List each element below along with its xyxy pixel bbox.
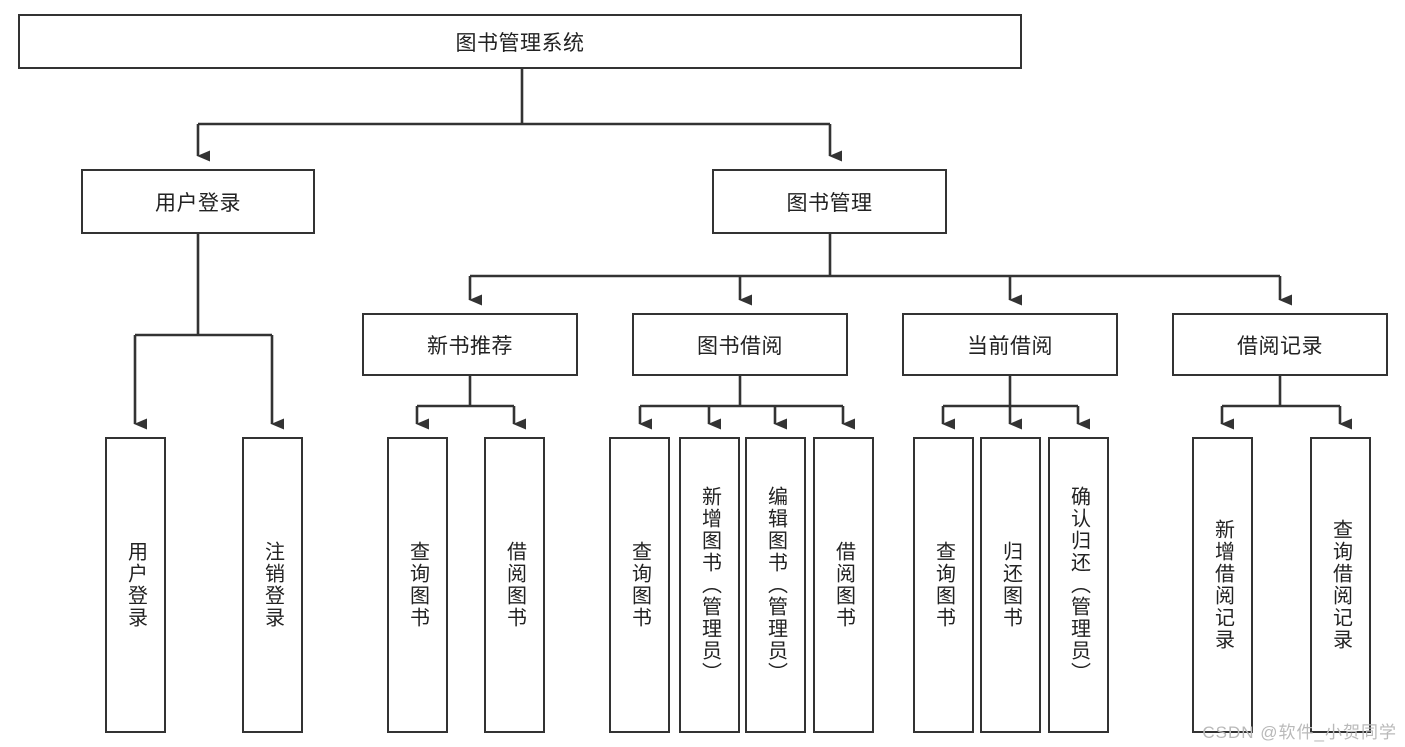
node-current-borrow[interactable]: 当前借阅 (902, 313, 1118, 376)
node-root-label: 图书管理系统 (455, 31, 585, 55)
leaf-current-confirm-return[interactable]: 确认归还（管理员） (1048, 437, 1109, 733)
leaf-record-query-record-label: 查询借阅记录 (1329, 519, 1352, 651)
node-new-book-recommend-label: 新书推荐 (427, 334, 513, 358)
leaf-record-add-record-label: 新增借阅记录 (1211, 519, 1234, 651)
leaf-borrow-borrow-book-label: 借阅图书 (832, 541, 855, 629)
node-book-management-label: 图书管理 (786, 191, 873, 215)
node-user-login[interactable]: 用户登录 (81, 169, 315, 234)
leaf-current-query-book[interactable]: 查询图书 (913, 437, 974, 733)
node-book-borrow[interactable]: 图书借阅 (632, 313, 848, 376)
leaf-borrow-add-book-label: 新增图书（管理员） (698, 486, 721, 684)
node-root[interactable]: 图书管理系统 (18, 14, 1022, 69)
leaf-record-query-record[interactable]: 查询借阅记录 (1310, 437, 1371, 733)
leaf-user-login-logout[interactable]: 注销登录 (242, 437, 303, 733)
leaf-user-login-login[interactable]: 用户登录 (105, 437, 166, 733)
leaf-current-return-book-label: 归还图书 (999, 541, 1022, 629)
leaf-recommend-borrow-book-label: 借阅图书 (503, 541, 526, 629)
leaf-borrow-edit-book[interactable]: 编辑图书（管理员） (745, 437, 806, 733)
csdn-watermark: CSDN @软件_小贺同学 (1202, 723, 1397, 742)
node-borrow-record[interactable]: 借阅记录 (1172, 313, 1388, 376)
leaf-recommend-borrow-book[interactable]: 借阅图书 (484, 437, 545, 733)
leaf-borrow-edit-book-label: 编辑图书（管理员） (764, 486, 787, 684)
node-new-book-recommend[interactable]: 新书推荐 (362, 313, 578, 376)
node-book-management[interactable]: 图书管理 (712, 169, 947, 234)
leaf-user-login-logout-label: 注销登录 (261, 541, 284, 629)
leaf-current-query-book-label: 查询图书 (932, 541, 955, 629)
leaf-record-add-record[interactable]: 新增借阅记录 (1192, 437, 1253, 733)
leaf-current-return-book[interactable]: 归还图书 (980, 437, 1041, 733)
leaf-current-confirm-return-label: 确认归还（管理员） (1067, 486, 1090, 684)
leaf-recommend-query-book[interactable]: 查询图书 (387, 437, 448, 733)
node-borrow-record-label: 借阅记录 (1237, 334, 1323, 358)
node-user-login-label: 用户登录 (155, 191, 241, 215)
leaf-borrow-query-book-label: 查询图书 (628, 541, 651, 629)
leaf-borrow-borrow-book[interactable]: 借阅图书 (813, 437, 874, 733)
leaf-borrow-add-book[interactable]: 新增图书（管理员） (679, 437, 740, 733)
leaf-borrow-query-book[interactable]: 查询图书 (609, 437, 670, 733)
node-book-borrow-label: 图书借阅 (697, 334, 783, 358)
leaf-recommend-query-book-label: 查询图书 (406, 541, 429, 629)
node-current-borrow-label: 当前借阅 (967, 334, 1053, 358)
leaf-user-login-login-label: 用户登录 (124, 541, 147, 629)
